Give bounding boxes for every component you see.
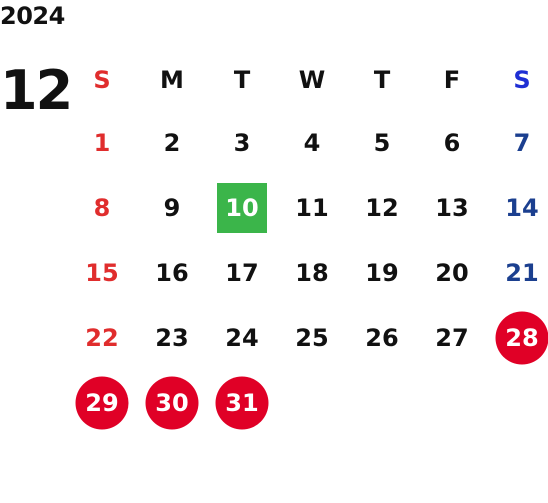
day-cell-2[interactable]: 2: [137, 117, 207, 169]
day-number: 27: [435, 323, 469, 352]
day-cell-30[interactable]: 30: [137, 376, 207, 429]
week-row: 22 23 24 25 26 27 28: [67, 305, 548, 370]
day-cell-29[interactable]: 29: [67, 376, 137, 429]
day-cell-16[interactable]: 16: [137, 247, 207, 299]
weekday-header-6: S: [487, 54, 548, 106]
weekday-header-2: T: [207, 54, 277, 106]
empty-cell: [487, 377, 548, 429]
day-cell-9[interactable]: 9: [137, 182, 207, 234]
day-cell-18[interactable]: 18: [277, 247, 347, 299]
day-number: 8: [93, 193, 111, 222]
day-number: 7: [513, 128, 531, 157]
week-row: 29 30 31: [67, 370, 548, 435]
year-label: 2024: [0, 2, 65, 30]
day-number: 24: [225, 323, 259, 352]
day-number: 21: [505, 258, 539, 287]
day-cell-17[interactable]: 17: [207, 247, 277, 299]
holiday-circle-marker: [495, 311, 548, 364]
weekday-label: T: [373, 66, 391, 94]
day-number: 6: [443, 128, 461, 157]
day-number: 5: [373, 128, 391, 157]
day-cell-1[interactable]: 1: [67, 117, 137, 169]
holiday-circle-marker: [75, 376, 129, 429]
weekday-label: S: [513, 66, 531, 94]
day-cell-13[interactable]: 13: [417, 182, 487, 234]
day-number: 9: [163, 193, 181, 222]
day-cell-12[interactable]: 12: [347, 182, 417, 234]
day-cell-11[interactable]: 11: [277, 182, 347, 234]
day-cell-19[interactable]: 19: [347, 247, 417, 299]
week-row: 15 16 17 18 19 20 21: [67, 240, 548, 305]
day-cell-3[interactable]: 3: [207, 117, 277, 169]
day-number: 3: [233, 128, 251, 157]
day-cell-28[interactable]: 28: [487, 311, 548, 364]
day-number: 23: [155, 323, 189, 352]
week-row: 1 2 3 4 5 6 7: [67, 110, 548, 175]
day-number: 26: [365, 323, 399, 352]
day-cell-15[interactable]: 15: [67, 247, 137, 299]
day-number: 10: [225, 193, 259, 222]
weekday-header-0: S: [67, 54, 137, 106]
day-cell-27[interactable]: 27: [417, 312, 487, 364]
week-row: 8 9 10 11 12 13 14: [67, 175, 548, 240]
day-number: 22: [85, 323, 119, 352]
day-number: 25: [295, 323, 329, 352]
day-cell-14[interactable]: 14: [487, 182, 548, 234]
day-cell-31[interactable]: 31: [207, 376, 277, 429]
day-cell-24[interactable]: 24: [207, 312, 277, 364]
weekday-label: W: [298, 66, 326, 94]
day-number: 28: [505, 323, 539, 352]
day-number: 1: [93, 128, 111, 157]
day-cell-8[interactable]: 8: [67, 182, 137, 234]
day-number: 31: [225, 388, 259, 417]
empty-cell: [277, 377, 347, 429]
day-cell-23[interactable]: 23: [137, 312, 207, 364]
weekday-header-1: M: [137, 54, 207, 106]
day-number: 19: [365, 258, 399, 287]
today-square-marker: [217, 182, 267, 233]
day-cell-10[interactable]: 10: [207, 182, 277, 234]
day-number: 14: [505, 193, 539, 222]
day-cell-26[interactable]: 26: [347, 312, 417, 364]
day-number: 20: [435, 258, 469, 287]
empty-cell: [417, 377, 487, 429]
day-cell-6[interactable]: 6: [417, 117, 487, 169]
holiday-circle-marker: [145, 376, 199, 429]
month-label: 12: [0, 59, 73, 122]
holiday-circle-marker: [215, 376, 269, 429]
day-number: 4: [303, 128, 321, 157]
day-cell-7[interactable]: 7: [487, 117, 548, 169]
weekday-label: S: [93, 66, 111, 94]
day-cell-21[interactable]: 21: [487, 247, 548, 299]
day-cell-20[interactable]: 20: [417, 247, 487, 299]
day-number: 13: [435, 193, 469, 222]
day-number: 29: [85, 388, 119, 417]
empty-cell: [347, 377, 417, 429]
weekday-header-3: W: [277, 54, 347, 106]
day-cell-25[interactable]: 25: [277, 312, 347, 364]
day-number: 18: [295, 258, 329, 287]
day-number: 30: [155, 388, 189, 417]
weekday-label: M: [160, 66, 184, 94]
day-number: 11: [295, 193, 329, 222]
day-cell-22[interactable]: 22: [67, 312, 137, 364]
day-cell-5[interactable]: 5: [347, 117, 417, 169]
day-number: 17: [225, 258, 259, 287]
weekday-label: T: [233, 66, 251, 94]
weekday-label: F: [443, 66, 461, 94]
day-number: 2: [163, 128, 181, 157]
day-cell-4[interactable]: 4: [277, 117, 347, 169]
weekday-header-4: T: [347, 54, 417, 106]
day-number: 15: [85, 258, 119, 287]
day-number: 16: [155, 258, 189, 287]
day-number: 12: [365, 193, 399, 222]
weekday-header-5: F: [417, 54, 487, 106]
